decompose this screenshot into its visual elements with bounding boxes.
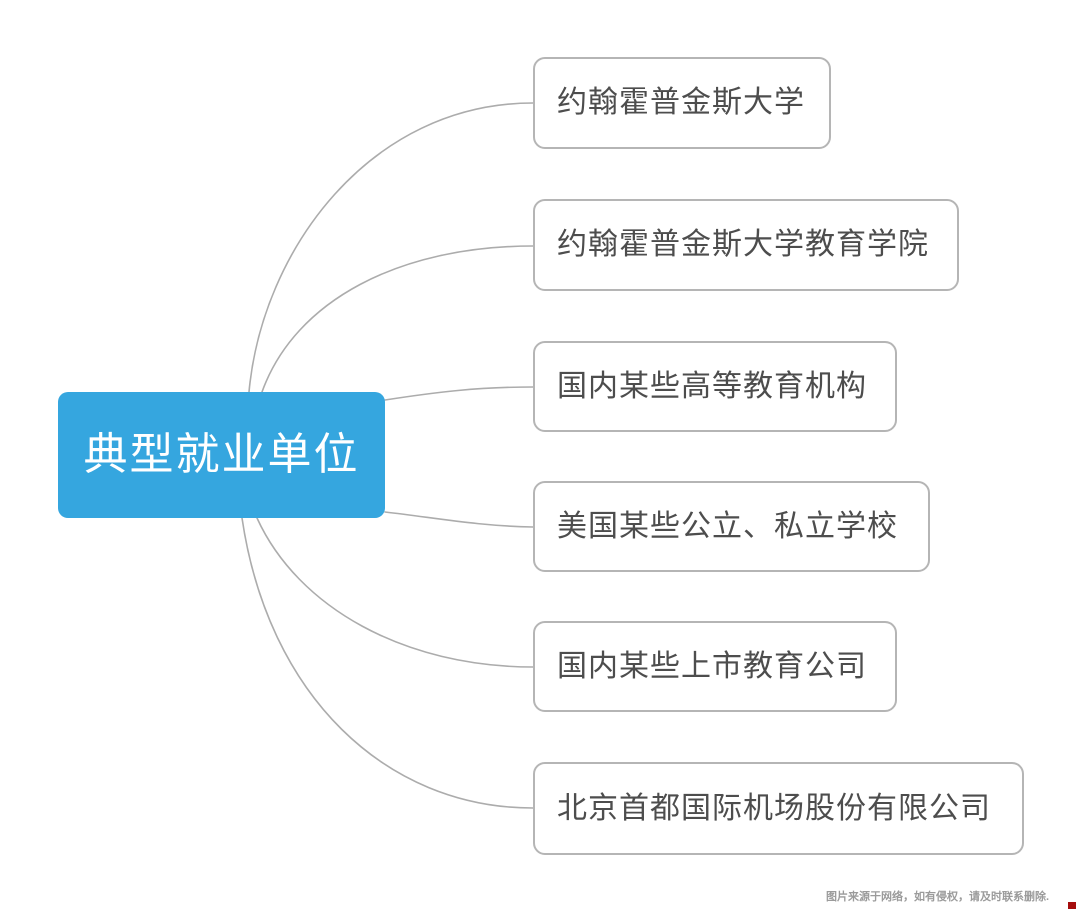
root-node[interactable]: 典型就业单位: [58, 392, 385, 518]
connector-line: [384, 386, 534, 401]
root-node-label: 典型就业单位: [83, 430, 360, 479]
branch-node-us-public-private-schools[interactable]: 美国某些公立、私立学校: [533, 481, 930, 572]
branch-node-domestic-higher-education[interactable]: 国内某些高等教育机构: [533, 341, 897, 432]
branch-node-domestic-listed-education-companies[interactable]: 国内某些上市教育公司: [533, 621, 897, 712]
branch-node-label: 约翰霍普金斯大学教育学院: [557, 228, 929, 261]
branch-node-label: 美国某些公立、私立学校: [557, 509, 898, 543]
watermark-text: 图片来源于网络，如有侵权，请及时联系删除.: [826, 891, 1050, 903]
connector-line: [261, 245, 534, 393]
branch-node-label: 国内某些高等教育机构: [557, 369, 867, 403]
branch-node-label: 北京首都国际机场股份有限公司: [557, 791, 991, 825]
connector-line: [256, 517, 534, 668]
connector-line: [241, 517, 534, 809]
branch-node-label: 国内某些上市教育公司: [557, 649, 867, 683]
branch-node-johns-hopkins-university[interactable]: 约翰霍普金斯大学: [533, 57, 831, 149]
connector-line: [384, 511, 534, 528]
red-corner-mark: [1068, 902, 1076, 909]
branch-node-beijing-capital-airport[interactable]: 北京首都国际机场股份有限公司: [533, 762, 1024, 855]
branch-node-label: 约翰霍普金斯大学: [557, 86, 805, 119]
branch-node-jhu-school-of-education[interactable]: 约翰霍普金斯大学教育学院: [533, 199, 959, 291]
connector-line: [248, 102, 534, 393]
